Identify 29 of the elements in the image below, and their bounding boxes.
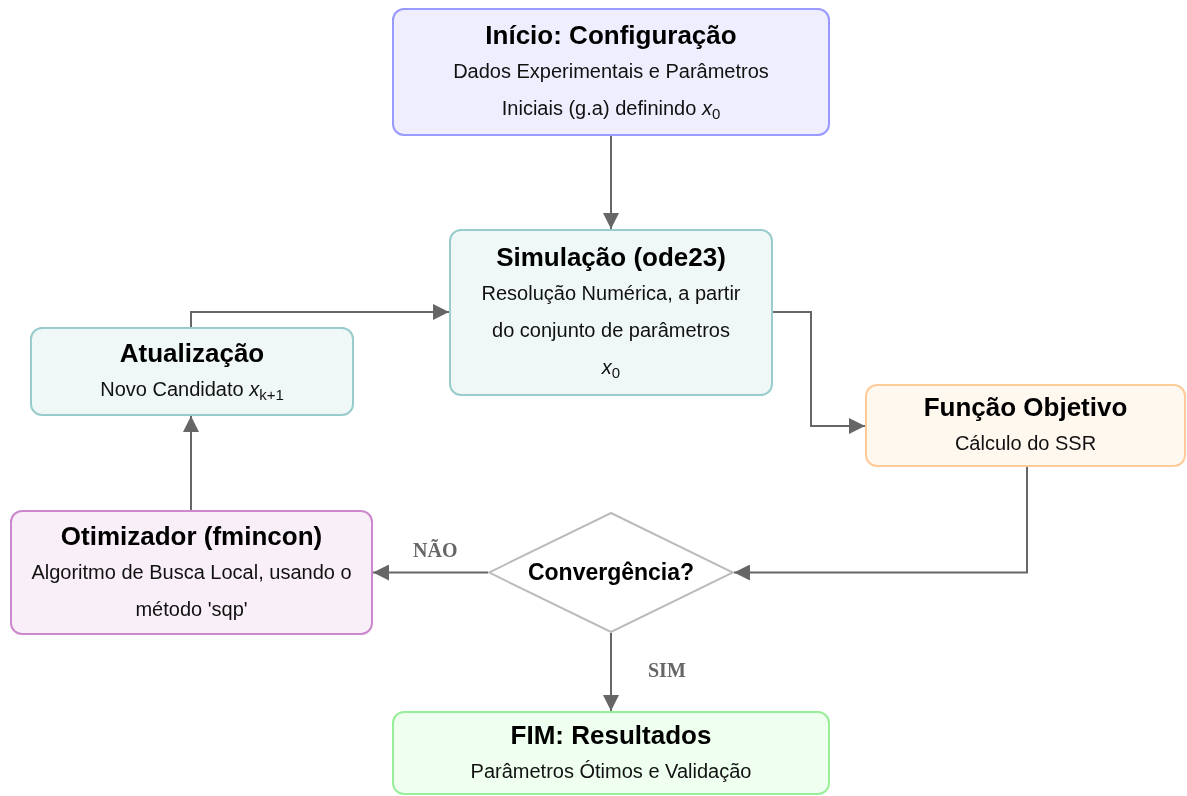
arrow [772,311,866,434]
box-description: Algoritmo de Busca Local, usando o método 'sqp' [30,559,353,622]
box-description: Novo Candidato x$_{k+1}$ [99,377,285,405]
box-description: Resolução Numérica, a partir do conjunto de parâmetros x$_{0}$ [481,281,741,383]
box-title: FIM: Resultados [510,718,712,752]
decision-text: Convergência? [527,558,695,588]
process-box [10,510,373,635]
edge-label: NÃO [413,540,458,560]
arrow [190,304,450,328]
arrow [603,632,619,712]
box-description: Cálculo do SSR [953,431,1098,456]
box-description: Dados Experimentais e Parâmetros Iniciais (g.a) definindo x$_{0}$ [452,59,770,124]
process-box [30,327,354,416]
start-box [392,8,830,136]
arrow [733,466,1028,581]
arrow [183,415,199,511]
decision-diamond [488,512,734,633]
box-title: Simulação (ode23) [496,241,726,274]
box-description: Parâmetros Ótimos e Validação [469,758,753,784]
edge-label: SIM [648,660,686,680]
arrow [603,135,619,230]
box-title: Início: Configuração [485,19,737,52]
arrow [372,564,489,581]
process-box [449,229,773,396]
process-box [865,384,1186,467]
box-title: Atualização [119,337,265,370]
box-title: Otimizador (fmincon) [60,519,323,553]
box-title: Função Objetivo [923,391,1128,424]
end-box [392,711,830,795]
